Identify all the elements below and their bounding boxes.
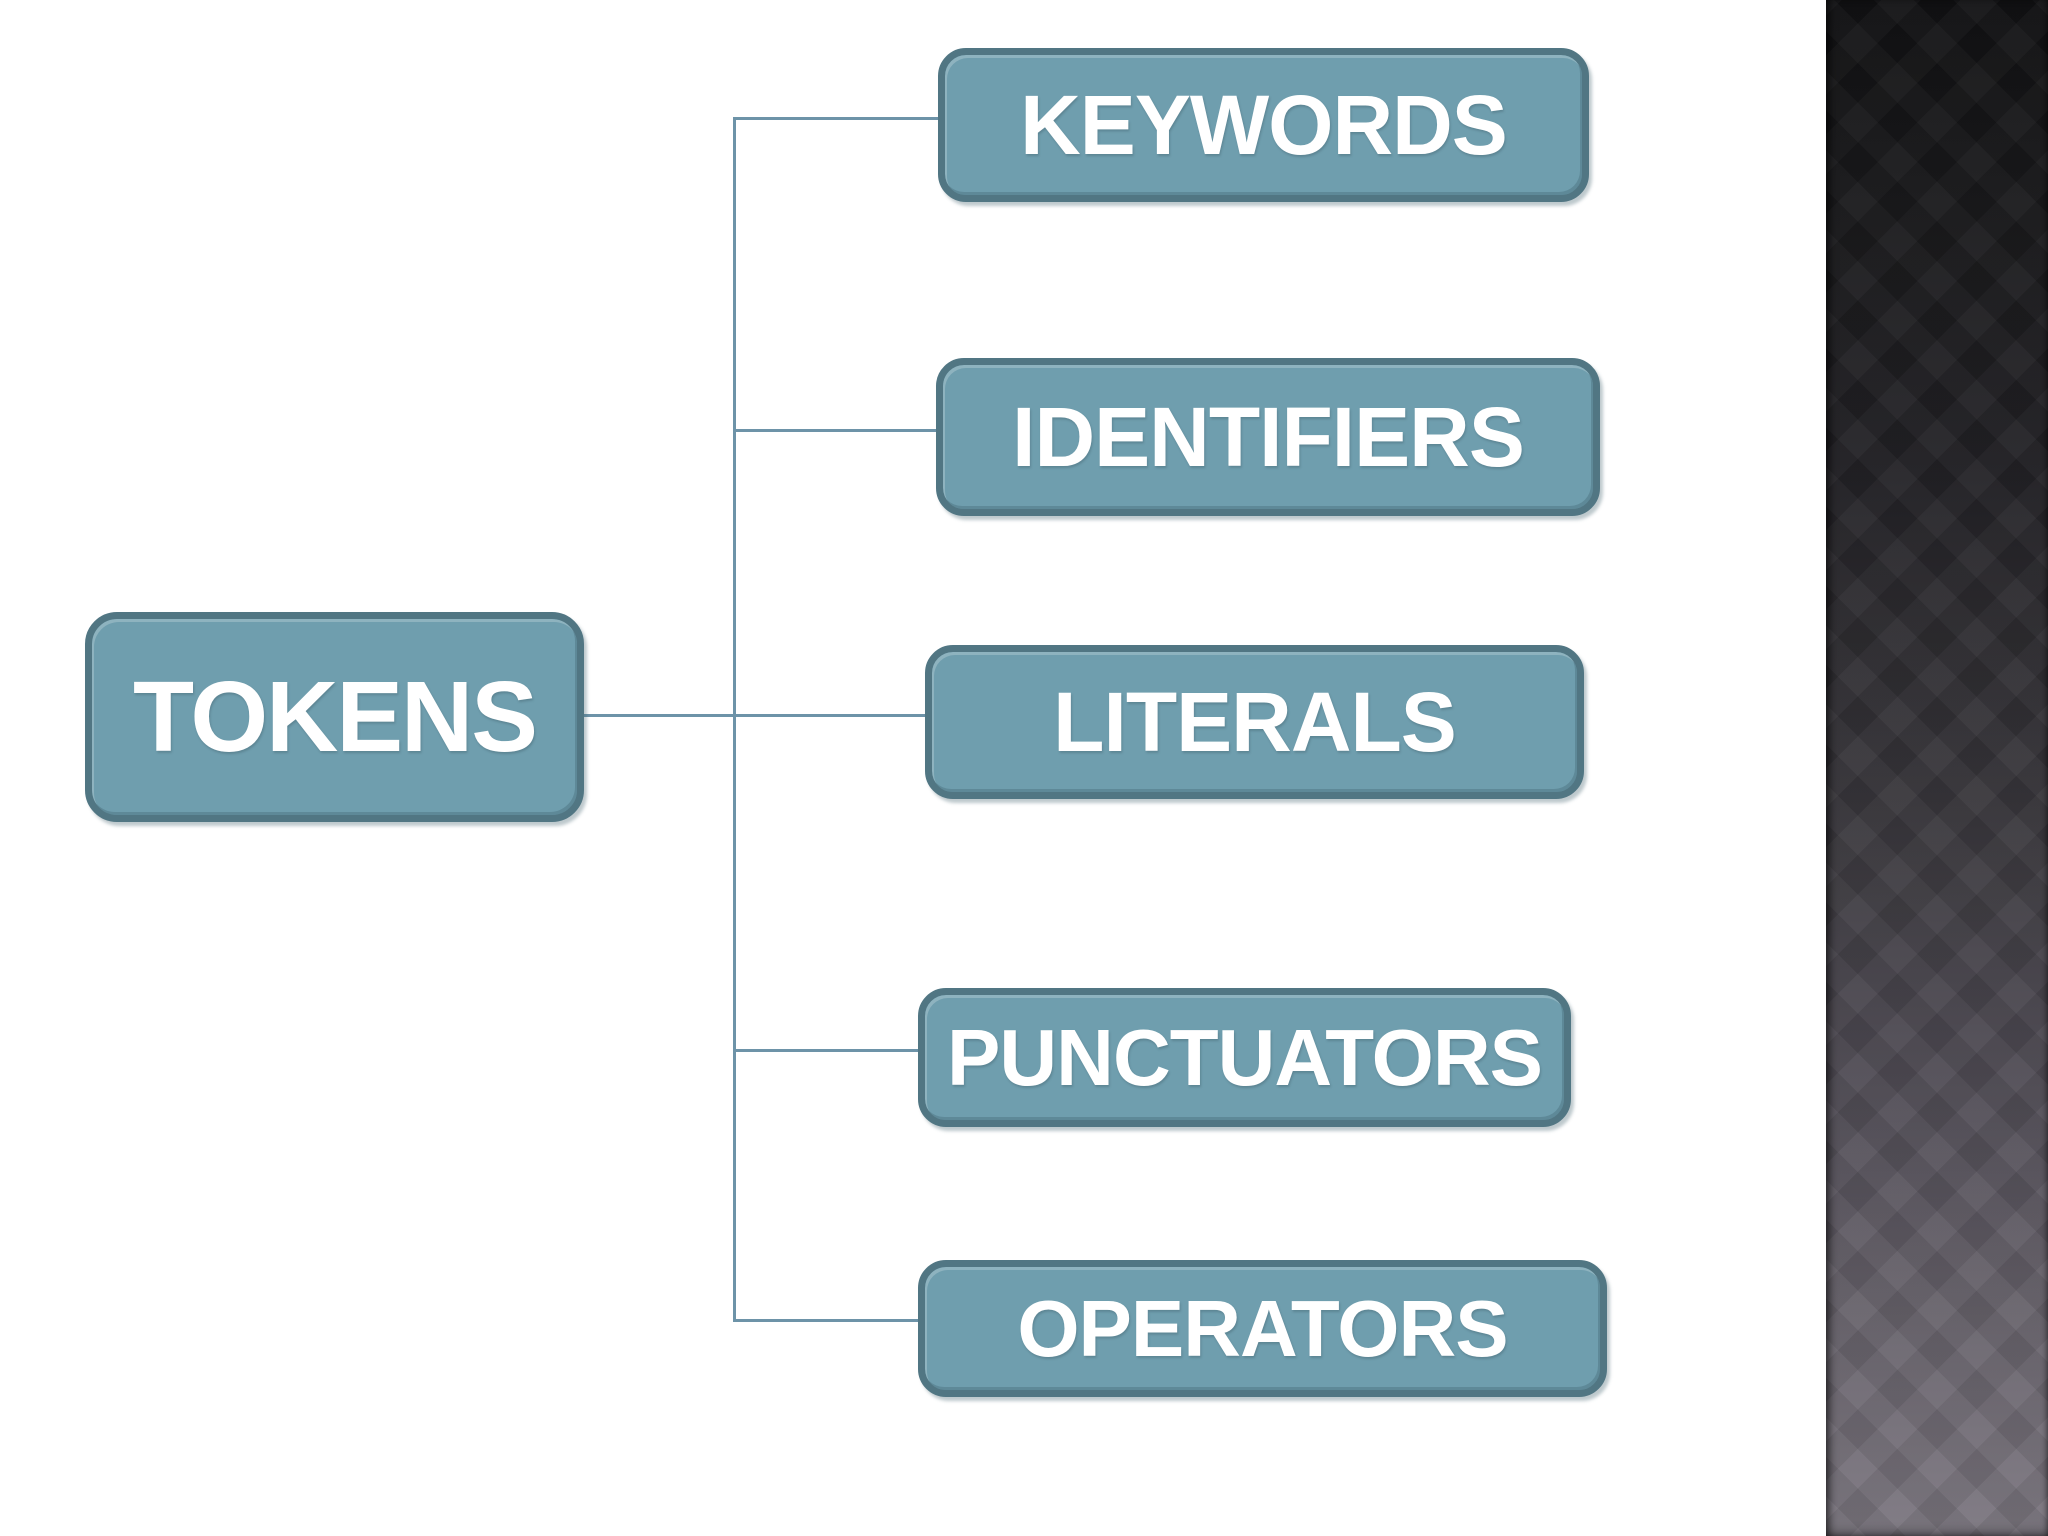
child-node-label: LITERALS [1053,674,1457,769]
connector-branch-operators [733,1319,918,1322]
connector-branch-identifiers [733,429,936,432]
child-node-punctuators: PUNCTUATORS [918,988,1571,1127]
child-node-label: OPERATORS [1017,1283,1508,1373]
connector-trunk [733,117,736,1322]
root-node-label: TOKENS [133,660,538,773]
child-node-operators: OPERATORS [918,1260,1607,1397]
child-node-label: IDENTIFIERS [1012,389,1525,484]
child-node-identifiers: IDENTIFIERS [936,358,1600,516]
child-node-label: KEYWORDS [1020,77,1508,172]
child-node-literals: LITERALS [925,645,1584,799]
child-node-keywords: KEYWORDS [938,48,1589,202]
connector-root-to-literals [570,714,925,717]
child-node-label: PUNCTUATORS [947,1012,1543,1102]
connector-branch-keywords [733,117,938,120]
connector-branch-punctuators [733,1049,918,1052]
root-node-tokens: TOKENS [85,612,584,822]
slide-side-decoration-strip [1826,0,2048,1536]
